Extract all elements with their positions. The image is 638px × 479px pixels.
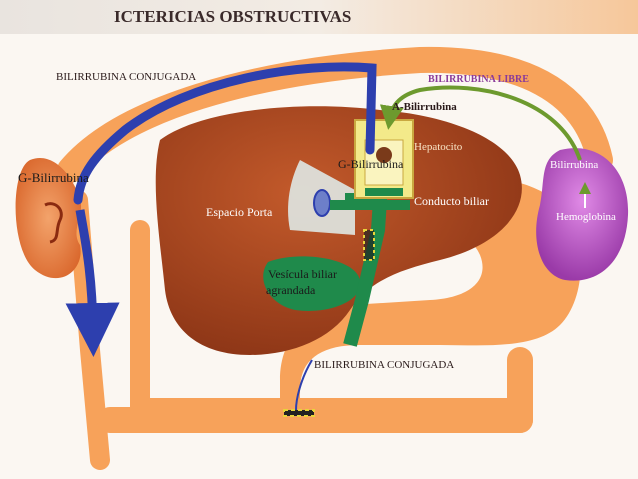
label-bili-conj-bottom: BILIRRUBINA CONJUGADA [314, 359, 454, 371]
duct-obstruction-stripes [363, 229, 375, 261]
label-bili-libre: BILIRRUBINA LIBRE [428, 74, 529, 85]
label-g-bili-kidney: G-Bilirrubina [18, 170, 89, 185]
label-bilirrubina-spleen: Bilirrubina [550, 159, 598, 171]
intestine-obstruction-stripes [283, 409, 315, 417]
label-a-bili: A-Bilirrubina [392, 101, 457, 113]
portal-vessel [313, 189, 331, 217]
label-hepatocito: Hepatocito [414, 141, 463, 153]
conjugated-bilirubin-path [73, 62, 377, 205]
label-bili-conj-top: BILIRRUBINA CONJUGADA [56, 71, 196, 83]
label-g-bili-liver: G-Bilirrubina [338, 157, 404, 171]
hepatocyte [354, 119, 414, 199]
kidney-excretion-arrow [65, 209, 120, 357]
label-espacio-porta: Espacio Porta [206, 205, 273, 219]
label-hemoglobina: Hemoglobina [556, 211, 616, 223]
stomach [280, 178, 581, 420]
intestine-bilirubin-path [295, 359, 313, 411]
free-bilirubin-arrow [379, 85, 582, 161]
duct-obstruction [364, 230, 374, 260]
title-bar [0, 0, 638, 34]
label-conducto-biliar: Conducto biliar [414, 194, 489, 208]
kidney [15, 158, 82, 279]
spleen [536, 148, 629, 281]
label-vesicula-2: agrandada [266, 283, 316, 297]
intestine-obstruction-mark [284, 410, 314, 416]
gallbladder [263, 256, 361, 311]
label-vesicula-1: Vesícula biliar [268, 267, 337, 281]
page-title: ICTERICIAS OBSTRUCTIVAS [114, 7, 351, 26]
